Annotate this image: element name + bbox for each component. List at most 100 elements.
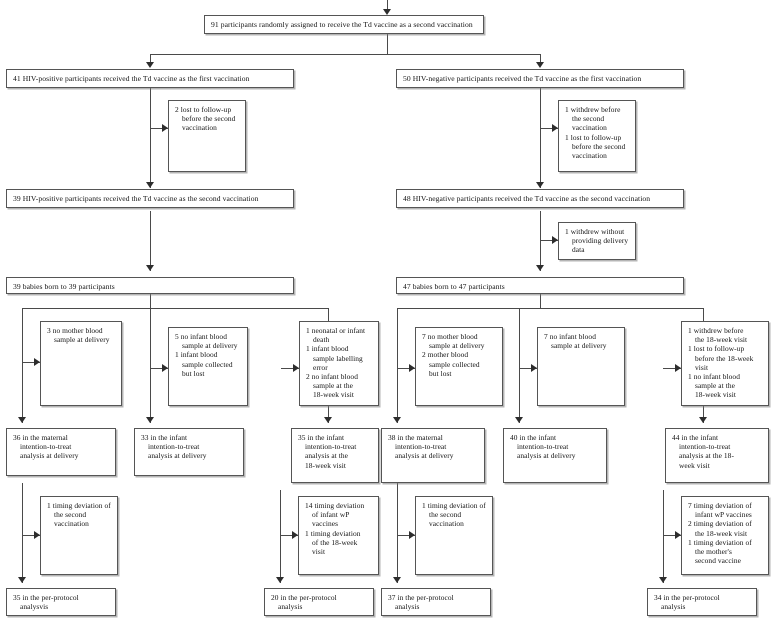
- node-neg-withdrew-delivery-data[interactable]: 1 withdrew without providing delivery da…: [558, 222, 636, 260]
- line-1: sample at delivery: [182, 341, 238, 351]
- line-1: intention-to-treat: [305, 442, 357, 452]
- connector-pos-col1: [22, 308, 23, 423]
- line-1: intention-to-treat: [395, 442, 447, 452]
- connector-top-stub: [387, 0, 388, 10]
- connector-neg-col1: [397, 308, 398, 423]
- line-2: 2 timing deviation of: [688, 519, 752, 529]
- line-1: providing delivery: [572, 236, 629, 246]
- node-pos-babies[interactable]: 39 babies born to 39 participants: [6, 277, 294, 294]
- line-1: the second: [572, 114, 605, 124]
- line-1: intention-to-treat: [20, 442, 72, 452]
- node-neg-itt-infant-delivery[interactable]: 40 in the infant intention-to-treat anal…: [503, 428, 607, 483]
- node-pos-per-protocol-maternal[interactable]: 35 in the per-protocol analysvis: [6, 588, 116, 616]
- line-2: vaccination: [572, 123, 607, 133]
- arrow-into-pos-itt-infant-delivery: [146, 417, 154, 423]
- node-neg-itt-infant-18week[interactable]: 44 in the infant intention-to-treat anal…: [665, 428, 769, 483]
- line-6: sample at the: [695, 381, 735, 391]
- line-0: 39 HIV-positive participants received th…: [13, 194, 259, 203]
- arrow-into-neg-loss1: [552, 124, 558, 132]
- connector-neg-second-to-babies: [540, 211, 541, 271]
- line-2: analysis at the 18-: [679, 451, 734, 461]
- line-1: the second: [54, 510, 87, 520]
- node-neg-timing-deviation-18week[interactable]: 7 timing deviation of infant wP vaccines…: [681, 496, 769, 575]
- line-0: 36 in the maternal: [13, 433, 68, 442]
- line-0: 14 timing deviation: [305, 501, 365, 510]
- node-pos-itt-maternal-delivery[interactable]: 36 in the maternal intention-to-treat an…: [6, 428, 116, 476]
- node-neg-loss-infant-sample[interactable]: 7 no infant blood sample at delivery: [537, 327, 625, 406]
- node-pos-timing-deviation-second-vaccination[interactable]: 1 timing deviation of the second vaccina…: [40, 496, 118, 575]
- arrow-into-randomised: [383, 9, 391, 15]
- line-1: death: [313, 335, 330, 345]
- node-neg-itt-maternal-delivery[interactable]: 38 in the maternal intention-to-treat an…: [381, 428, 485, 483]
- line-2: vaccination: [54, 519, 89, 529]
- line-2: data: [572, 245, 585, 255]
- arrow-into-pos-itt-infant-18wk: [324, 417, 332, 423]
- connector-pos-babies-down: [150, 294, 151, 308]
- node-pos-timing-deviation-18week[interactable]: 14 timing deviation of infant wP vaccine…: [298, 496, 379, 575]
- arrow-into-pos-dev-18wk: [292, 531, 298, 539]
- node-pos-itt-infant-18week[interactable]: 35 in the infant intention-to-treat anal…: [291, 428, 379, 483]
- connector-neg-itt-split: [397, 308, 703, 309]
- line-3: sample collected: [182, 359, 233, 369]
- node-hiv-neg-second[interactable]: 48 HIV-negative participants received th…: [396, 189, 684, 208]
- node-pos-loss-before-second[interactable]: 2 lost to follow-up before the second va…: [168, 100, 246, 172]
- node-hiv-pos-first-line-0: 41 HIV-positive participants received th…: [13, 74, 250, 83]
- connector-neg-dev-maternal-branch: [397, 535, 415, 536]
- line-3: 1 lost to follow-up: [565, 132, 622, 142]
- node-pos-loss-infant-sample[interactable]: 5 no infant blood sample at delivery 1 i…: [168, 327, 248, 406]
- line-0: 20 in the per-protocol: [271, 593, 337, 602]
- line-0: 44 in the infant: [672, 433, 719, 442]
- line-2: analysis at delivery: [148, 451, 207, 461]
- line-4: before the second: [572, 141, 626, 151]
- arrow-into-neg-babies: [536, 265, 544, 271]
- line-0: 2 lost to follow-up: [175, 105, 232, 114]
- line-1: sample at delivery: [429, 341, 485, 351]
- line-1: intention-to-treat: [517, 442, 569, 452]
- line-2: vaccination: [182, 123, 217, 133]
- line-0: 38 in the maternal: [388, 433, 443, 442]
- arrow-into-neg-loss-18wk: [675, 364, 681, 372]
- line-2: analysis at delivery: [395, 451, 454, 461]
- arrow-into-pos-pp-18wk: [276, 577, 284, 583]
- connector-neg-loss2-branch: [540, 240, 558, 241]
- arrow-into-pos-loss-18wk: [293, 364, 299, 372]
- connector-neg-loss-infant-branch: [519, 368, 537, 369]
- connector-neg-pp1: [397, 483, 398, 583]
- node-pos-loss-mother-sample[interactable]: 3 no mother blood sample at delivery: [40, 321, 122, 406]
- line-1: of infant wP: [312, 510, 350, 520]
- node-hiv-pos-first[interactable]: 41 HIV-positive participants received th…: [6, 69, 294, 88]
- connector-neg-loss1-branch: [540, 128, 558, 129]
- line-1: analysis: [395, 602, 420, 612]
- line-3: the 18-week visit: [695, 528, 748, 538]
- node-neg-babies[interactable]: 47 babies born to 47 participants: [396, 277, 684, 294]
- node-pos-itt-infant-delivery[interactable]: 33 in the infant intention-to-treat anal…: [134, 428, 244, 476]
- node-neg-loss-mother-sample[interactable]: 7 no mother blood sample at delivery 2 m…: [415, 327, 503, 406]
- node-randomised[interactable]: 91 participants randomly assigned to rec…: [204, 15, 484, 34]
- node-hiv-neg-first[interactable]: 50 HIV-negative participants received th…: [396, 69, 684, 88]
- connector-neg-col2: [519, 308, 520, 423]
- connector-pos-first-to-second: [150, 88, 151, 188]
- connector-neg-pp3: [663, 490, 664, 583]
- line-1: analysis: [661, 602, 686, 612]
- line-0: 7 no infant blood: [544, 332, 596, 341]
- node-pos-per-protocol-18week[interactable]: 20 in the per-protocol analysis: [264, 588, 374, 616]
- arrow-into-hiv-neg-first: [536, 62, 544, 68]
- node-hiv-neg-first-line-0: 50 HIV-negative participants received th…: [403, 74, 642, 83]
- line-0: 40 in the infant: [510, 433, 557, 442]
- node-pos-loss-18week[interactable]: 1 neonatal or infant death 1 infant bloo…: [299, 321, 379, 406]
- node-neg-timing-deviation-second-vaccination[interactable]: 1 timing deviation of the second vaccina…: [415, 496, 493, 575]
- node-hiv-pos-second[interactable]: 39 HIV-positive participants received th…: [6, 189, 294, 208]
- node-neg-loss-before-second[interactable]: 1 withdrew before the second vaccination…: [558, 100, 636, 172]
- node-neg-loss-18week[interactable]: 1 withdrew before the 18-week visit 1 lo…: [681, 321, 769, 406]
- line-0: 1 withdrew without: [565, 227, 625, 236]
- line-0: 1 timing deviation of: [47, 501, 111, 510]
- arrow-into-pos-loss-infant: [162, 364, 168, 372]
- line-0: 1 withdrew before: [688, 326, 744, 335]
- line-3: sample collected: [429, 359, 480, 369]
- line-5: vaccination: [572, 151, 607, 161]
- arrow-into-pos-pp-maternal: [18, 577, 26, 583]
- connector-pos-pp1: [22, 483, 23, 583]
- node-neg-per-protocol-maternal[interactable]: 37 in the per-protocol analysis: [381, 588, 491, 616]
- line-0: 34 in the per-protocol: [654, 593, 720, 602]
- node-neg-per-protocol-18week[interactable]: 34 in the per-protocol analysis: [647, 588, 757, 616]
